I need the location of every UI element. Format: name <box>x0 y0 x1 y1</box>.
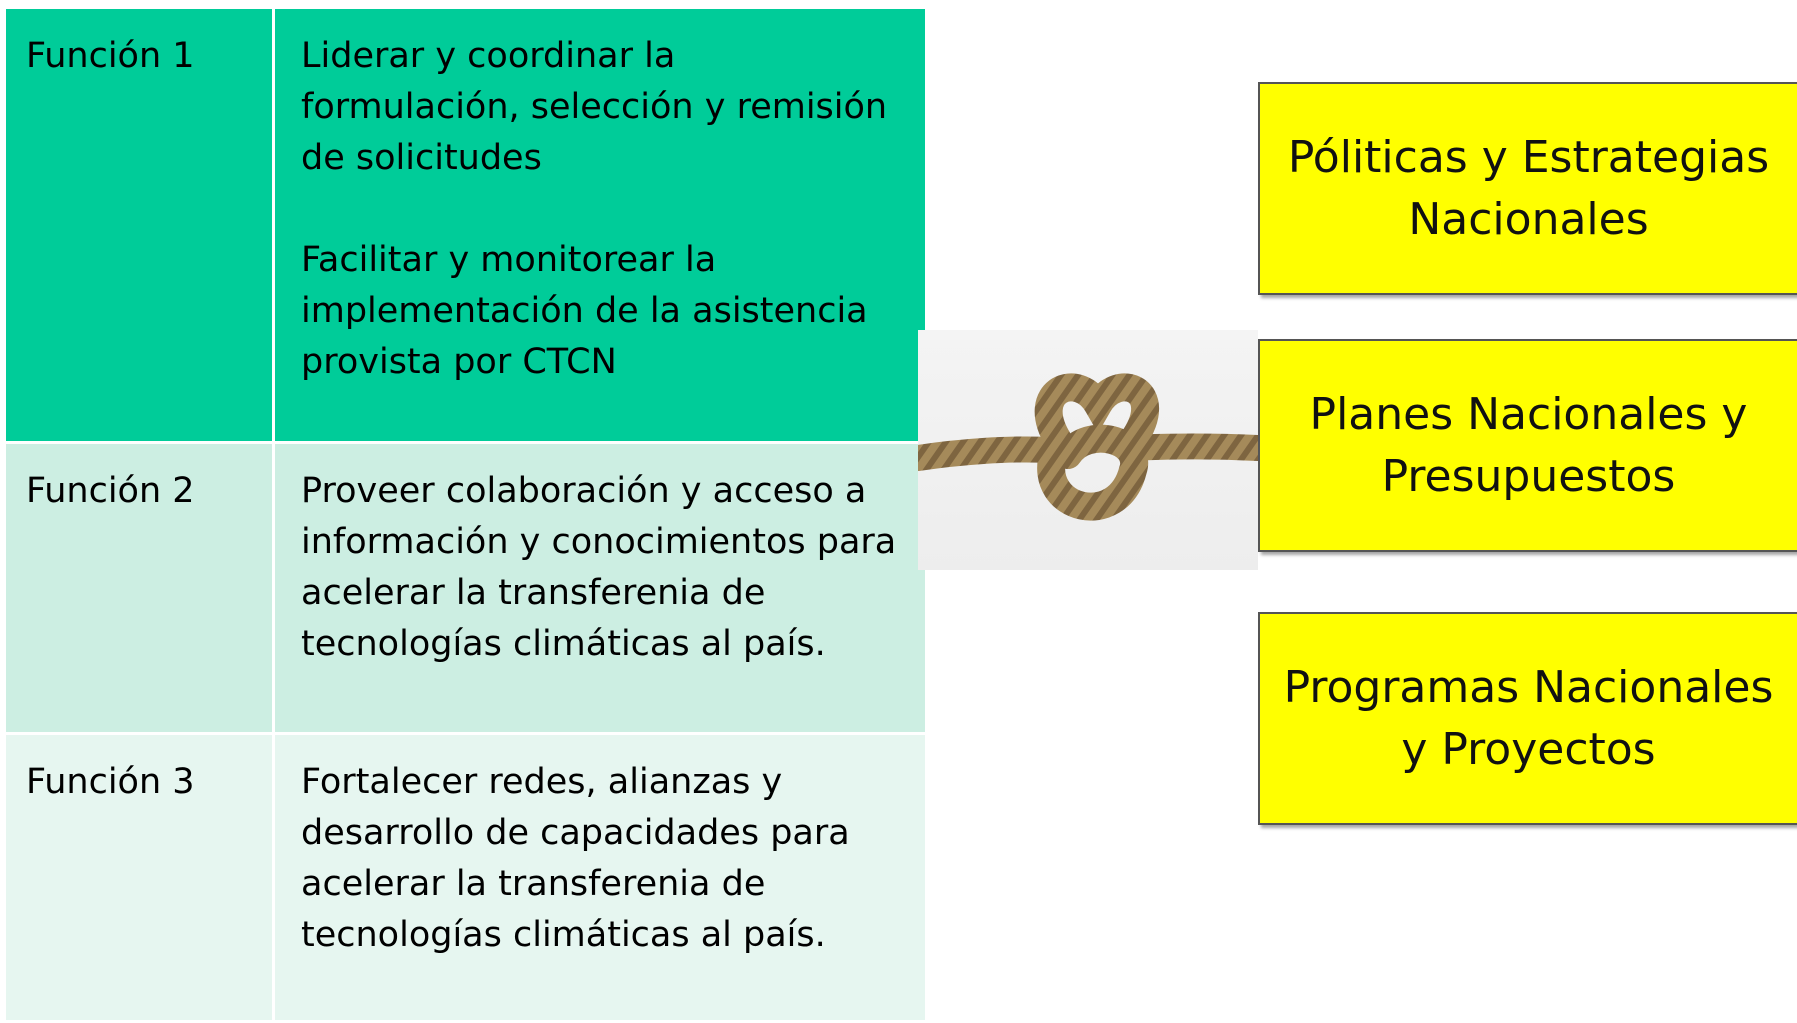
box-programas: Programas Nacionales y Proyectos <box>1258 612 1797 825</box>
function-description: Liderar y coordinar la formulación, sele… <box>301 36 888 178</box>
function-row-2: Función 2 Proveer colaboración y acceso … <box>6 442 925 735</box>
function-row-3: Función 3 Fortalecer redes, alianzas y d… <box>6 733 925 1023</box>
box-politicas: Póliticas y Estrategias Nacionales <box>1258 82 1797 295</box>
function-name: Función 2 <box>26 471 195 511</box>
function-name: Función 1 <box>26 36 195 76</box>
box-planes: Planes Nacionales y Presupuestos <box>1258 339 1797 552</box>
function-name: Función 3 <box>26 762 195 802</box>
function-description: Fortalecer redes, alianzas y desarrollo … <box>301 762 850 955</box>
function-description: Facilitar y monitorear la implementación… <box>301 240 868 382</box>
rope-knot-image <box>918 330 1258 570</box>
function-description: Proveer colaboración y acceso a informac… <box>301 471 897 664</box>
functions-table: Función 1 Liderar y coordinar la formula… <box>6 9 925 1023</box>
function-row-1: Función 1 Liderar y coordinar la formula… <box>6 9 925 444</box>
